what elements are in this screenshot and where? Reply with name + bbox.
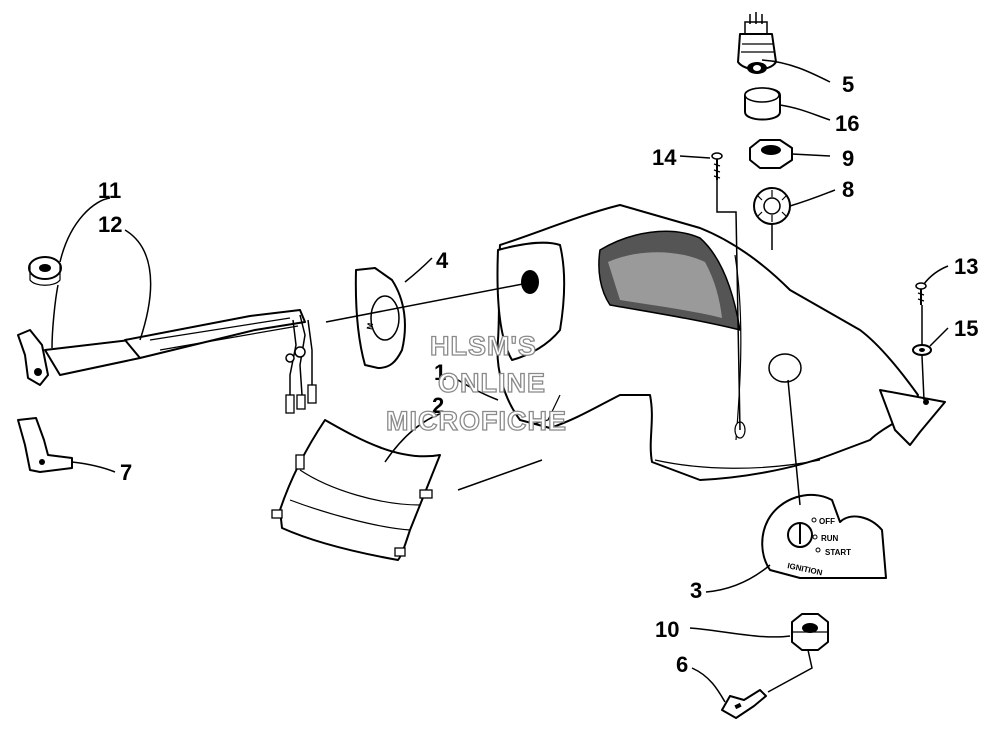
callout-14: 14 — [652, 145, 677, 170]
callout-4: 4 — [436, 248, 449, 273]
callout-12: 12 — [98, 212, 122, 237]
callout-10: 10 — [655, 617, 679, 642]
watermark-line-3: MICROFICHE — [386, 406, 567, 436]
ignition-plate: OFF RUN START IGNITION — [761, 493, 887, 579]
callout-1: 1 — [434, 360, 446, 385]
hex-nut-lower — [791, 613, 829, 651]
callout-2: 2 — [432, 393, 444, 418]
screw-13 — [915, 282, 927, 305]
callout-5: 5 — [842, 72, 854, 97]
ignition-key — [721, 689, 767, 719]
watermark: HLSM'S ONLINE MICROFICHE — [385, 330, 567, 436]
lock-washer — [753, 187, 791, 225]
callout-6: 6 — [676, 652, 688, 677]
console-housing — [496, 204, 946, 481]
watermark-line-1: HLSM'S — [430, 331, 537, 361]
callout-13: 13 — [954, 254, 978, 279]
leader-lines — [51, 59, 949, 703]
hex-nut-upper — [749, 139, 793, 169]
lever-part — [17, 417, 73, 473]
callout-11: 11 — [98, 178, 121, 203]
watermark-line-2: ONLINE — [438, 368, 546, 398]
gasket: M — [354, 267, 406, 369]
callout-labels: 5 16 9 8 14 13 15 4 1 2 3 10 6 11 12 7 — [98, 72, 978, 677]
callout-3: 3 — [690, 578, 702, 603]
callout-16: 16 — [835, 111, 859, 136]
throttle-cable-assembly — [17, 256, 317, 414]
plate-label-start: START — [825, 548, 851, 557]
plate-label-off: OFF — [819, 517, 835, 526]
callout-9: 9 — [842, 146, 854, 171]
callout-7: 7 — [120, 460, 132, 485]
screw-14 — [711, 152, 723, 180]
svg-text:M: M — [365, 322, 375, 330]
front-cover — [271, 419, 441, 561]
callout-15: 15 — [954, 316, 978, 341]
callout-8: 8 — [842, 177, 854, 202]
switch-sleeve — [744, 87, 781, 121]
plate-label-run: RUN — [821, 534, 839, 543]
washer-15 — [912, 344, 932, 356]
ignition-switch — [737, 12, 777, 74]
